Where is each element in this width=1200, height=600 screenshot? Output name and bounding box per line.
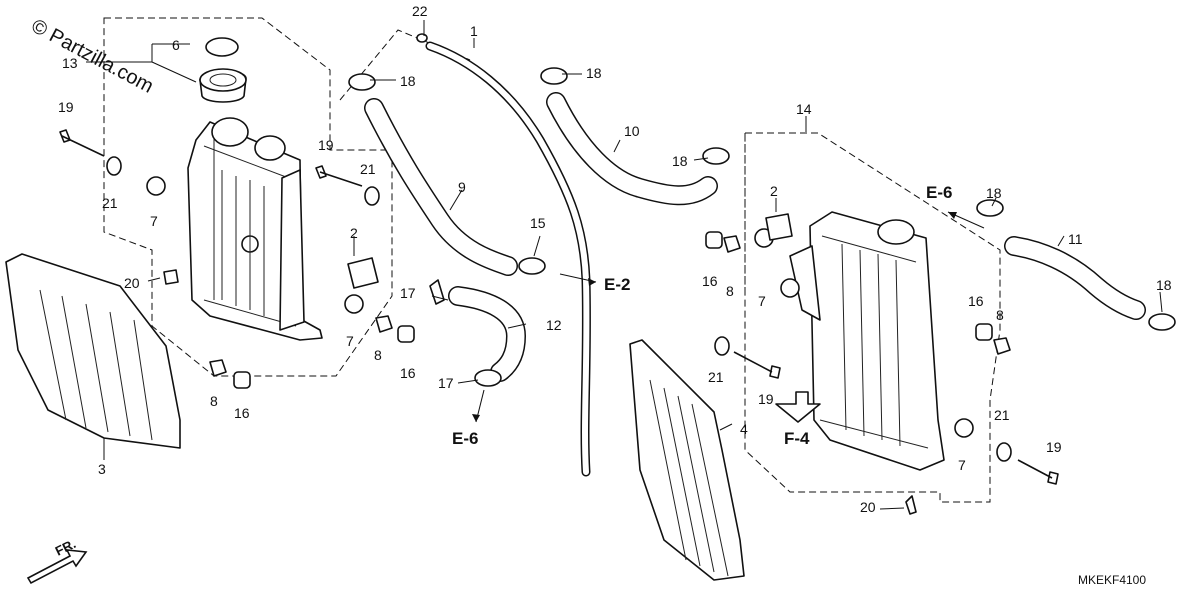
part-number-16-right-b: 16 (968, 293, 984, 309)
hose-9-outline (339, 29, 471, 101)
grommet-icons (146, 176, 974, 438)
part-number-19-right-b: 19 (1046, 439, 1062, 455)
front-arrow-icon (26, 549, 88, 585)
watermark-text: © Partzilla.com (28, 15, 157, 98)
part-number-17-upper: 17 (400, 285, 416, 301)
part-number-7-right-b: 7 (958, 457, 966, 473)
right-shroud (629, 339, 745, 581)
part-number-10: 10 (624, 123, 640, 139)
washer-icons (106, 156, 1012, 462)
part-number-19-center: 19 (318, 137, 334, 153)
hose-10 (546, 92, 718, 206)
hose-9 (364, 98, 518, 276)
rubber-pad-icons (347, 213, 793, 289)
part-number-13: 13 (62, 55, 78, 71)
reference-e6-right: E-6 (926, 183, 952, 202)
coolant-pipe (425, 41, 591, 477)
part-number-17-lower: 17 (438, 375, 454, 391)
f4-reference-arrow-icon (775, 391, 821, 423)
reference-e6-bottom: E-6 (452, 429, 478, 448)
part-number-19-right-a: 19 (758, 391, 774, 407)
part-number-18-far-right: 18 (1156, 277, 1172, 293)
part-number-18-right-top: 18 (986, 185, 1002, 201)
diagram-code: MKEKF4100 (1078, 573, 1146, 587)
radiator-cap (199, 37, 247, 103)
part-number-21-right-b: 21 (994, 407, 1010, 423)
part-number-16-left: 16 (234, 405, 250, 421)
part-number-6: 6 (172, 37, 180, 53)
left-radiator (187, 117, 323, 341)
part-number-18-top-right: 18 (586, 65, 602, 81)
hose-12 (448, 286, 527, 382)
e6-right-reference-arrow-icon (947, 211, 985, 229)
part-number-20-left: 20 (124, 275, 140, 291)
left-shroud (5, 253, 181, 449)
part-number-22: 22 (412, 3, 428, 19)
reference-e2: E-2 (604, 275, 630, 294)
part-number-7-left: 7 (150, 213, 158, 229)
part-number-8-right-b: 8 (996, 307, 1004, 323)
bolt-icons (59, 129, 1059, 485)
part-number-12: 12 (546, 317, 562, 333)
part-number-15: 15 (530, 215, 546, 231)
right-radiator (780, 211, 945, 471)
part-number-7-center: 7 (346, 333, 354, 349)
part-number-16-right-a: 16 (702, 273, 718, 289)
part-number-21-center: 21 (360, 161, 376, 177)
part-number-2-left: 2 (350, 225, 358, 241)
part-number-20-right: 20 (860, 499, 876, 515)
part-number-18-top-left: 18 (400, 73, 416, 89)
part-number-14: 14 (796, 101, 812, 117)
part-number-9: 9 (458, 179, 466, 195)
e6-bottom-reference-arrow-icon (472, 389, 485, 423)
e2-reference-arrow-icon (559, 273, 597, 286)
part-number-7-right-a: 7 (758, 293, 766, 309)
part-number-11: 11 (1068, 231, 1083, 247)
part-number-21-right-a: 21 (708, 369, 724, 385)
part-number-8-left: 8 (210, 393, 218, 409)
hose-clamp-icons (348, 33, 1176, 387)
right-radiator-assembly-outline (744, 132, 1001, 503)
nut-icons (209, 235, 1011, 377)
part-number-2-right: 2 (770, 183, 778, 199)
leader-lines (86, 20, 1163, 510)
part-number-3: 3 (98, 461, 106, 477)
collar-icons (233, 231, 993, 389)
part-number-1: 1 (470, 23, 478, 39)
left-radiator-assembly-outline (103, 17, 393, 377)
part-number-21-left: 21 (102, 195, 118, 211)
part-number-16-center: 16 (400, 365, 416, 381)
hose-11 (1004, 236, 1146, 320)
part-number-18-center: 18 (672, 153, 688, 169)
reference-f4: F-4 (784, 429, 810, 448)
part-number-8-right-a: 8 (726, 283, 734, 299)
part-number-4: 4 (740, 421, 748, 437)
part-number-19-left: 19 (58, 99, 74, 115)
part-number-8-center: 8 (374, 347, 382, 363)
